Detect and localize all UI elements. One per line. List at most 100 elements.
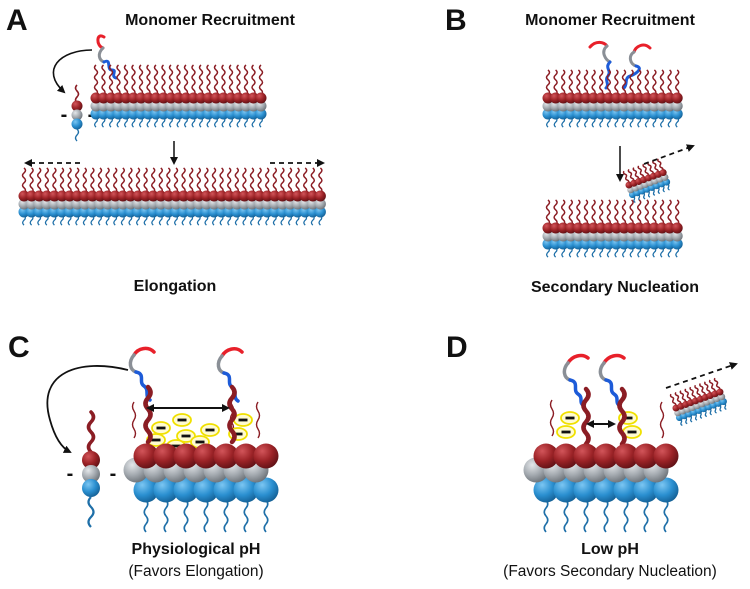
- head-bead: [314, 190, 326, 202]
- head-bead: [626, 222, 638, 234]
- middle-bead: [550, 100, 562, 112]
- tail-bead: [155, 206, 167, 218]
- tail-bead: [299, 206, 311, 218]
- tail-bead: [633, 238, 645, 250]
- tail-bead: [603, 108, 615, 120]
- middle-bead: [610, 100, 622, 112]
- middle-bead: [71, 198, 83, 210]
- panel-c-charge-right: -: [110, 463, 117, 485]
- head-bead: [671, 92, 683, 104]
- tail-bead: [664, 108, 676, 120]
- tail-bead: [178, 206, 190, 218]
- middle-bead: [56, 198, 68, 210]
- tail-bead: [48, 206, 60, 218]
- head-bead: [33, 190, 45, 202]
- panel-c: C - - Physiological pH (Favors Elongatio…: [8, 331, 279, 580]
- head-bead: [64, 190, 76, 202]
- head-bead: [603, 222, 615, 234]
- tail-bead: [117, 206, 129, 218]
- tail-bead: [124, 206, 136, 218]
- middle-bead: [147, 198, 159, 210]
- panel-a-monomer-unit: [71, 84, 83, 142]
- middle-bead: [648, 100, 660, 112]
- panel-d-nucleated-fibril: [669, 377, 727, 427]
- middle-bead: [557, 230, 569, 242]
- head-bead: [671, 222, 683, 234]
- tail-bead: [223, 206, 235, 218]
- panel-d-release-arrow: [665, 362, 738, 389]
- head-bead: [253, 443, 279, 469]
- tail-bead: [162, 206, 174, 218]
- head-bead: [656, 92, 668, 104]
- head-bead: [618, 222, 630, 234]
- middle-bead: [588, 230, 600, 242]
- head-bead: [86, 190, 98, 202]
- middle-bead: [18, 198, 30, 210]
- middle-bead: [595, 230, 607, 242]
- middle-bead: [200, 198, 212, 210]
- tail-bead: [238, 206, 250, 218]
- tail-bead: [231, 206, 243, 218]
- panel-a-label: A: [6, 4, 28, 37]
- head-bead: [557, 222, 569, 234]
- middle-bead: [216, 198, 228, 210]
- middle-bead: [48, 198, 60, 210]
- head-bead: [572, 92, 584, 104]
- head-bead: [610, 92, 622, 104]
- middle-bead: [94, 198, 106, 210]
- middle-bead: [664, 100, 676, 112]
- tail-bead: [656, 108, 668, 120]
- head-bead: [173, 443, 199, 469]
- middle-bead: [254, 198, 266, 210]
- middle-bead: [664, 230, 676, 242]
- head-bead: [284, 190, 296, 202]
- tail-bead: [140, 206, 152, 218]
- panel-b-nucleated-fibril: [622, 158, 671, 204]
- panel-c-free-monomer-right: [216, 347, 244, 403]
- tail-bead: [648, 238, 660, 250]
- tail-bead: [580, 238, 592, 250]
- head-bead: [588, 92, 600, 104]
- negative-charge: [627, 430, 637, 434]
- tail-bead: [213, 477, 239, 503]
- middle-bead: [656, 230, 668, 242]
- tail-bead: [133, 477, 159, 503]
- head-bead: [550, 222, 562, 234]
- negative-charge: [195, 440, 205, 444]
- head-bead: [170, 190, 182, 202]
- tail-bead: [216, 206, 228, 218]
- head-bead: [18, 190, 30, 202]
- negative-charge: [156, 426, 166, 430]
- tail-bead: [595, 108, 607, 120]
- head-bead: [155, 190, 167, 202]
- tail-bead: [593, 477, 619, 503]
- middle-bead: [86, 198, 98, 210]
- middle-bead: [117, 198, 129, 210]
- head-bead: [231, 190, 243, 202]
- middle-bead: [132, 198, 144, 210]
- tail-bead: [233, 477, 259, 503]
- middle-bead: [162, 198, 174, 210]
- head-bead: [79, 190, 91, 202]
- head-bead: [193, 443, 219, 469]
- panel-a-fibril-top: [90, 64, 267, 128]
- middle-bead: [79, 198, 91, 210]
- middle-bead: [671, 230, 683, 242]
- tail-bead: [94, 206, 106, 218]
- panel-a-charge-left: -: [61, 104, 68, 126]
- head-bead: [261, 190, 273, 202]
- tail-bead: [588, 108, 600, 120]
- head-bead: [641, 92, 653, 104]
- negative-charge: [565, 416, 575, 420]
- tail-bead: [292, 206, 304, 218]
- head-bead: [124, 190, 136, 202]
- head-bead: [580, 222, 592, 234]
- panel-d-label: D: [446, 331, 468, 364]
- middle-bead: [124, 198, 136, 210]
- panel-d-free-monomer-left: [562, 353, 590, 408]
- head-bead: [276, 190, 288, 202]
- tail-bead: [41, 206, 53, 218]
- tail-bead: [550, 108, 562, 120]
- head-bead: [542, 92, 554, 104]
- tail-bead: [565, 238, 577, 250]
